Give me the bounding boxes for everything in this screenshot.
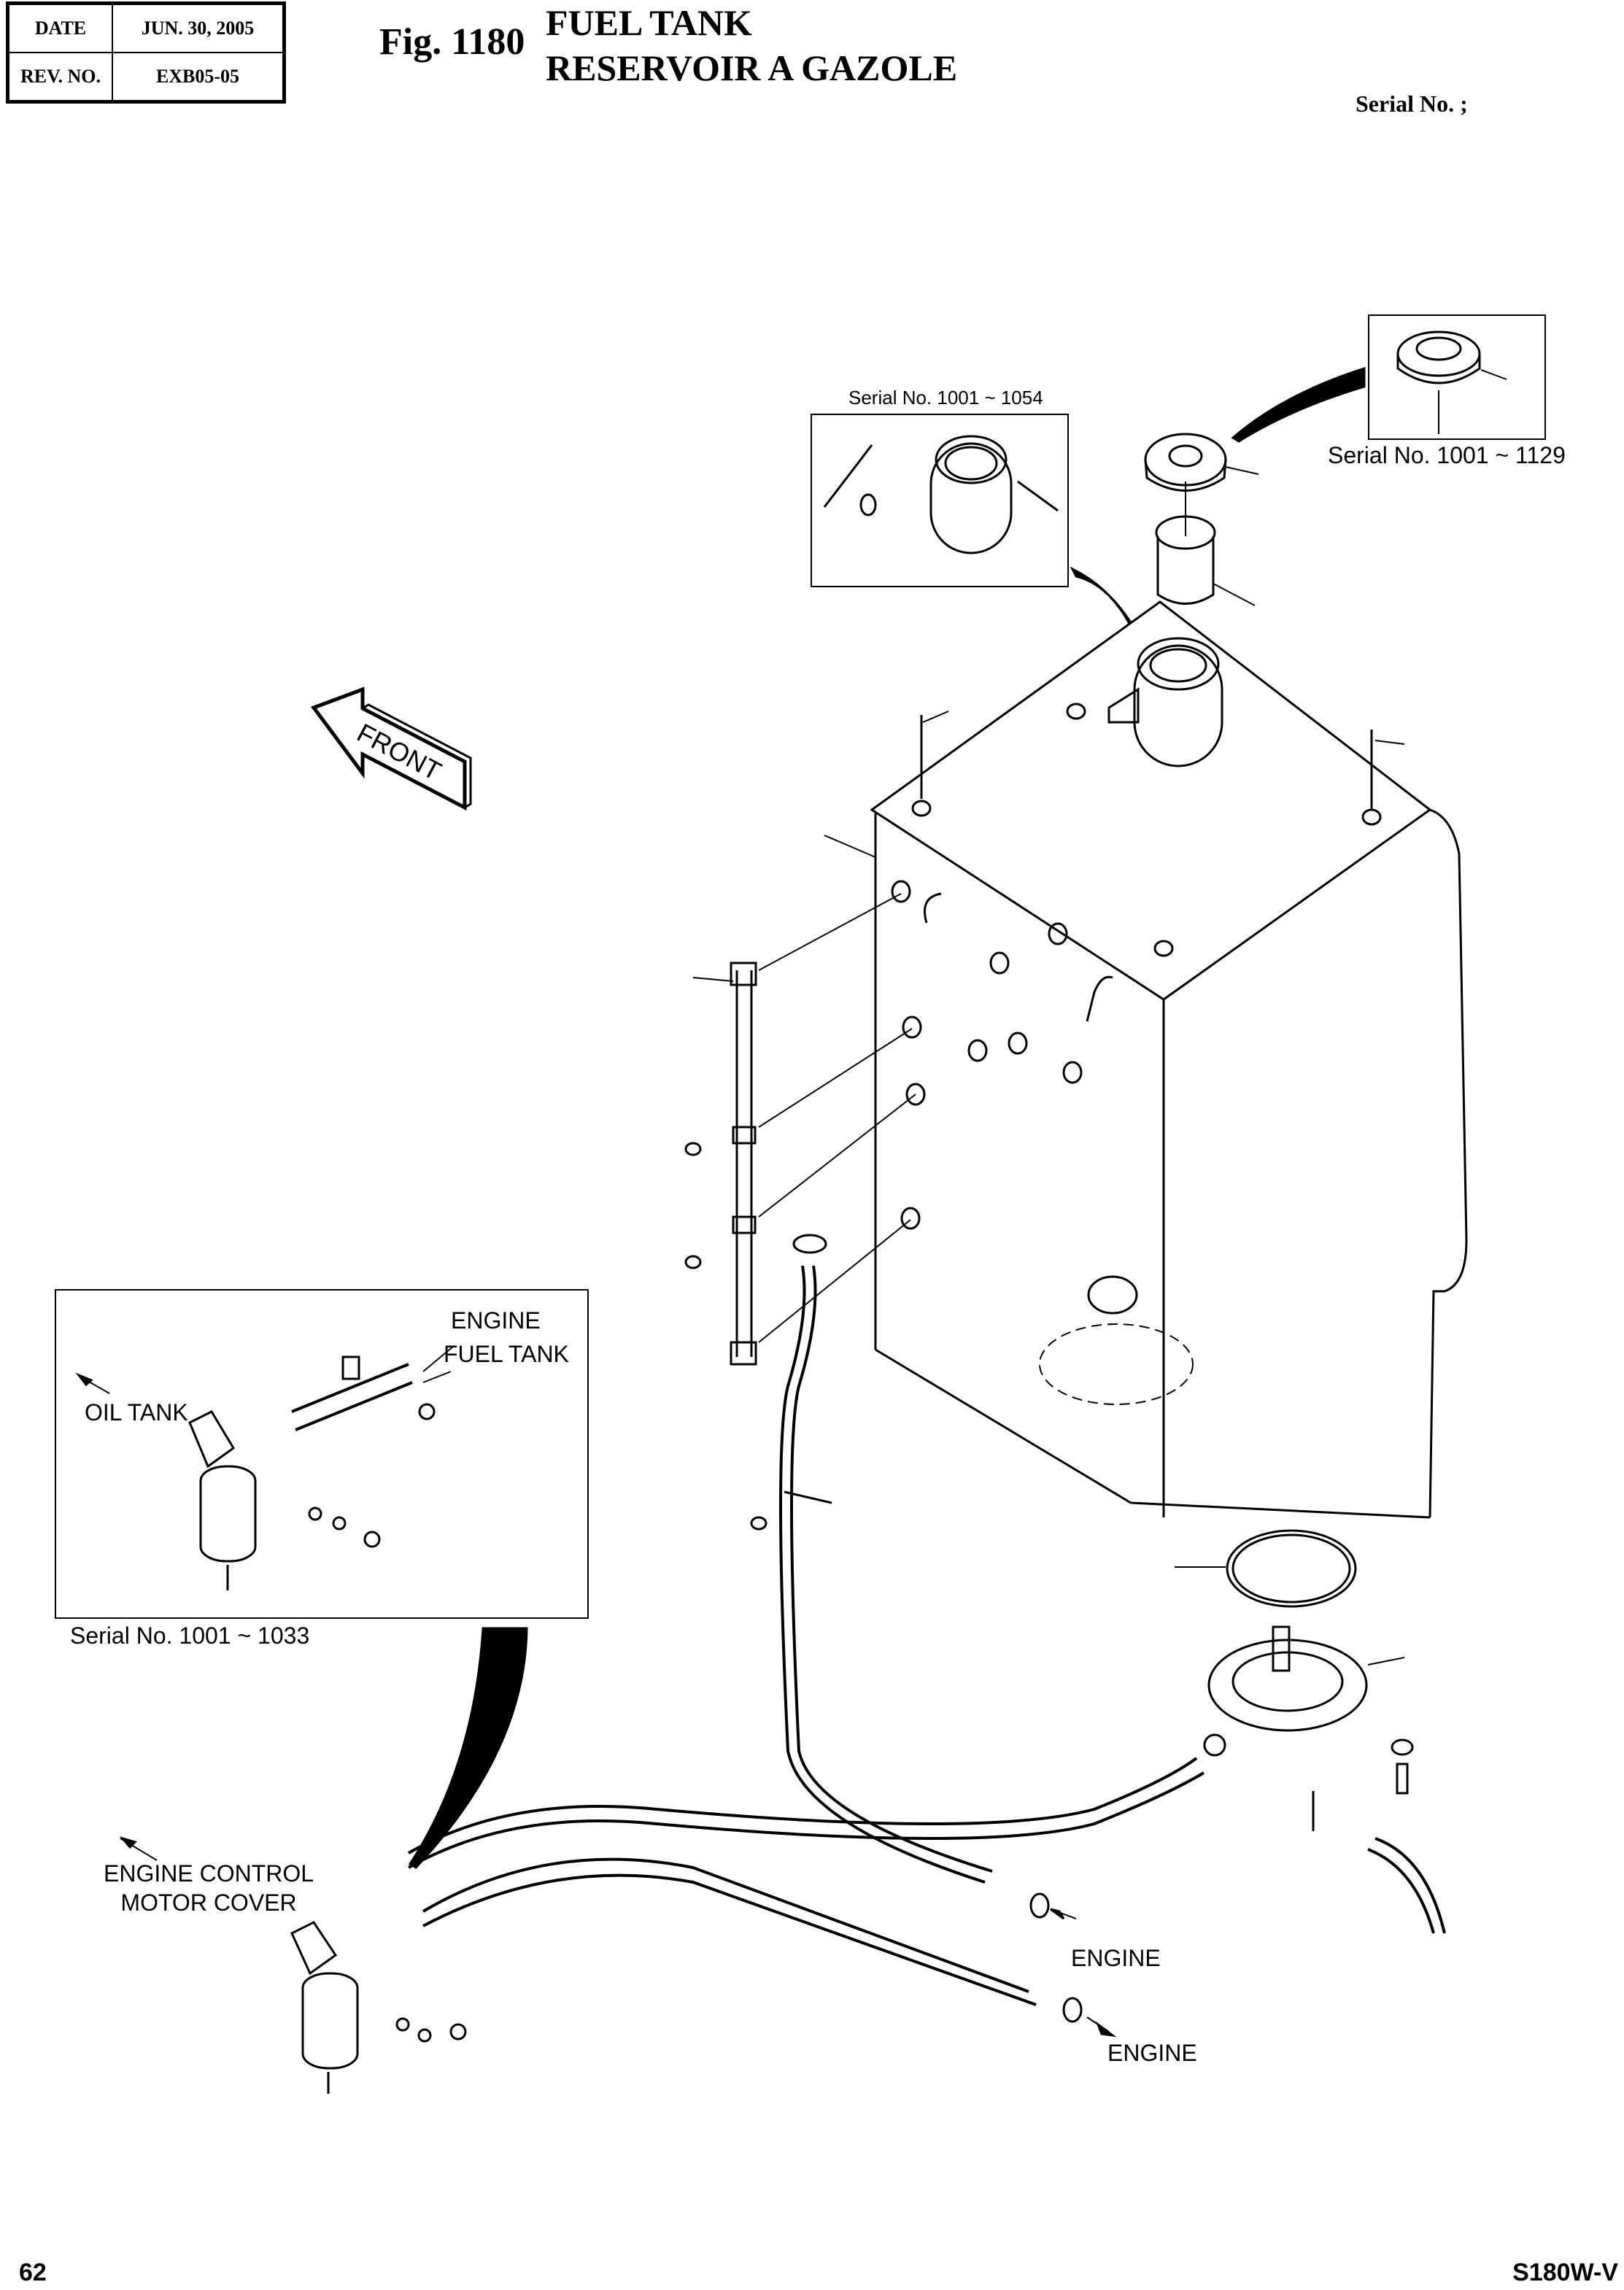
level-gauge bbox=[684, 893, 916, 1366]
fuel-tank-body bbox=[824, 600, 1468, 1519]
figure-number: Fig. 1180 bbox=[379, 21, 525, 63]
serial-range-filter-inset: Serial No. 1001 ~ 1033 bbox=[70, 1622, 310, 1649]
revision-table: DATE JUN. 30, 2005 REV. NO. EXB05-05 bbox=[6, 1, 286, 104]
tank-side-bosses bbox=[891, 880, 1113, 1230]
date-label: DATE bbox=[7, 2, 113, 53]
breather-hose bbox=[750, 1234, 993, 1884]
title-english: FUEL TANK bbox=[546, 2, 752, 43]
inset-engine-label: ENGINE bbox=[451, 1307, 541, 1334]
engine-control-line1: ENGINE CONTROL bbox=[104, 1860, 314, 1887]
serial-range-filler-neck: Serial No. 1001 ~ 1054 bbox=[848, 387, 1043, 409]
fuel-filter bbox=[119, 1836, 467, 2094]
inset-pointer-cap bbox=[1231, 366, 1366, 443]
inset-fuel-tank-label: FUEL TANK bbox=[444, 1341, 569, 1367]
title-french: RESERVOIR A GAZOLE bbox=[546, 47, 958, 88]
serial-range-fuel-cap: Serial No. 1001 ~ 1129 bbox=[1328, 442, 1566, 468]
engine-control-line2: MOTOR COVER bbox=[120, 1889, 297, 1916]
strainer-cap bbox=[1144, 433, 1259, 492]
serial-number-label: Serial No. ; bbox=[1356, 90, 1468, 117]
date-value: JUN. 30, 2005 bbox=[112, 2, 285, 53]
engine-return-label: ENGINE bbox=[1071, 1945, 1161, 1971]
engine-supply-label: ENGINE bbox=[1107, 2040, 1197, 2066]
model-number: S180W-V bbox=[1512, 2259, 1618, 2286]
inset-pointer-filter bbox=[408, 1627, 528, 1869]
rev-value: EXB05-05 bbox=[112, 52, 285, 103]
fuel-sender-unit bbox=[1175, 1529, 1414, 1831]
front-arrow-icon bbox=[311, 686, 472, 811]
page-number: 62 bbox=[19, 2259, 47, 2286]
rev-label: REV. NO. bbox=[7, 52, 113, 103]
strainer bbox=[1155, 481, 1256, 606]
fuel-cap-inset bbox=[1368, 314, 1546, 440]
filler-neck-inset bbox=[811, 414, 1069, 587]
fuel-hoses bbox=[408, 1757, 1446, 2038]
fuel-filter-inset bbox=[55, 1289, 589, 1619]
inset-oil-tank-label: OIL TANK bbox=[85, 1399, 188, 1426]
engine-control-motor-cover-label: ENGINE CONTROL MOTOR COVER bbox=[104, 1859, 314, 1917]
